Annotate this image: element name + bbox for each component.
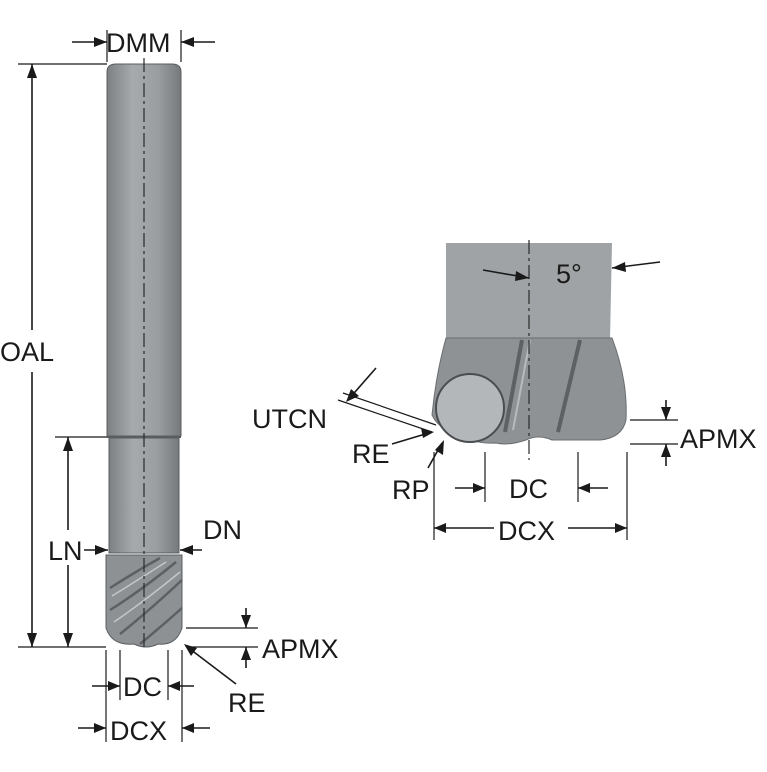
- label-re-right: RE: [352, 439, 390, 469]
- shank: [106, 63, 182, 437]
- label-dn: DN: [203, 515, 242, 545]
- label-angle: 5°: [556, 259, 582, 289]
- label-dc-left: DC: [123, 672, 162, 702]
- left-labels: DMM OAL LN DN APMX DC RE DCX: [0, 28, 339, 746]
- label-ln: LN: [48, 536, 83, 566]
- round-insert: [435, 373, 505, 443]
- right-labels: 5° UTCN RE RP DC DCX APMX: [252, 259, 757, 546]
- label-rp: RP: [392, 475, 430, 505]
- label-dcx-left: DCX: [110, 716, 167, 746]
- label-apmx-right: APMX: [680, 424, 757, 454]
- label-dmm: DMM: [106, 28, 170, 58]
- label-utcn: UTCN: [252, 404, 327, 434]
- left-tool: [105, 58, 183, 650]
- right-dimensions: [337, 261, 678, 540]
- right-tool-detail: [431, 240, 627, 460]
- label-oal: OAL: [0, 337, 54, 367]
- label-re-left: RE: [228, 688, 266, 718]
- label-apmx-left: APMX: [262, 634, 339, 664]
- left-dimensions: [18, 30, 258, 742]
- label-dc-right: DC: [509, 474, 548, 504]
- label-dcx-right: DCX: [498, 516, 555, 546]
